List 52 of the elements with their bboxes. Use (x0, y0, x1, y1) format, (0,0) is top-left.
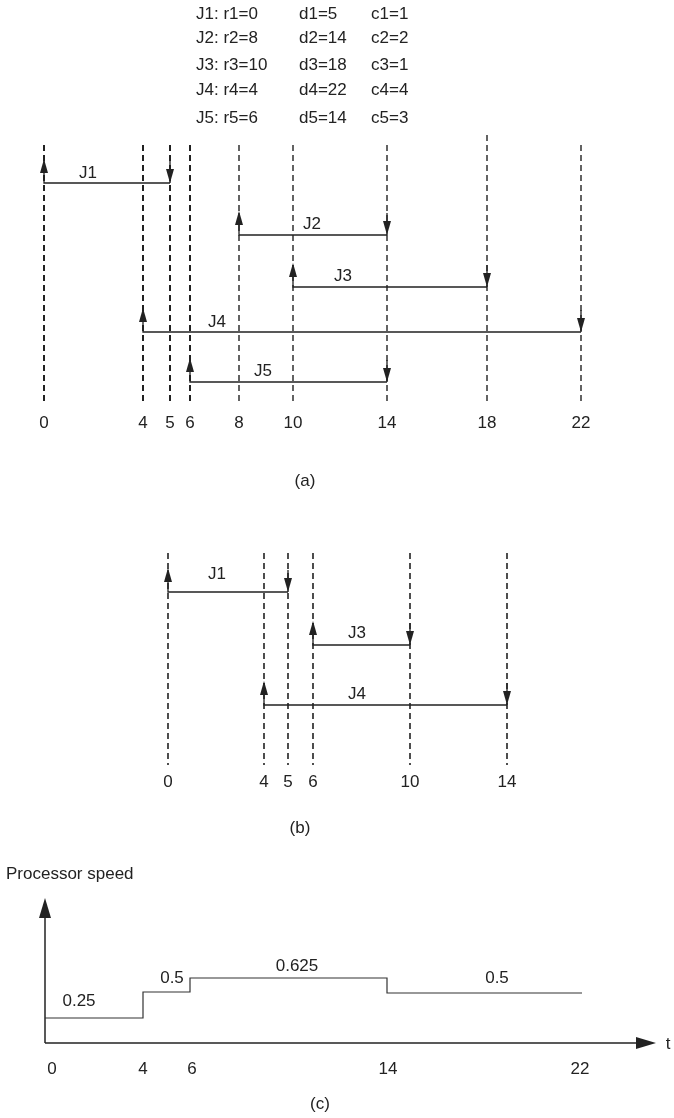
tick-label: 10 (283, 413, 303, 431)
tick-label: 14 (377, 413, 397, 431)
tick-label: 6 (308, 772, 318, 790)
speed-value: 0.25 (62, 991, 96, 1009)
tick-label: 0 (163, 772, 173, 790)
tick-label: 22 (570, 1059, 590, 1077)
tick-label: 10 (400, 772, 420, 790)
tick-label: 4 (138, 413, 148, 431)
table-cell: J4: r4=4 (196, 80, 258, 98)
job-label: J4 (348, 684, 366, 702)
tick-label: 8 (234, 413, 244, 431)
table-cell: J5: r5=6 (196, 108, 258, 126)
tick-label: 0 (47, 1059, 57, 1077)
job-label: J3 (334, 266, 352, 284)
table-cell: c2=2 (371, 28, 409, 46)
table-cell: c5=3 (371, 108, 409, 126)
speed-value: 0.5 (485, 968, 509, 986)
tick-label: 22 (571, 413, 591, 431)
axis-title: Processor speed (6, 864, 134, 882)
job-label: J1 (79, 163, 97, 181)
tick-label: 6 (185, 413, 195, 431)
tick-label: 0 (39, 413, 49, 431)
table-cell: d5=14 (299, 108, 347, 126)
table-cell: d1=5 (299, 4, 338, 22)
panel-caption: (b) (289, 818, 311, 836)
job-label: J5 (254, 361, 272, 379)
tick-label: 5 (165, 413, 175, 431)
table-cell: J1: r1=0 (196, 4, 258, 22)
panel-caption: (c) (310, 1094, 330, 1112)
tick-label: 14 (378, 1059, 398, 1077)
speed-value: 0.625 (275, 956, 319, 974)
table-cell: c3=1 (371, 55, 409, 73)
table-cell: d4=22 (299, 80, 347, 98)
table-cell: J3: r3=10 (196, 55, 268, 73)
table-cell: c1=1 (371, 4, 409, 22)
job-label: J2 (303, 214, 321, 232)
table-cell: d3=18 (299, 55, 347, 73)
speed-value: 0.5 (160, 968, 184, 986)
table-cell: c4=4 (371, 80, 409, 98)
tick-label: 6 (187, 1059, 197, 1077)
job-label: J1 (208, 564, 226, 582)
job-label: J4 (208, 312, 226, 330)
tick-label: 18 (477, 413, 497, 431)
tick-label: 14 (497, 772, 517, 790)
panel-caption: (a) (294, 471, 316, 489)
table-cell: d2=14 (299, 28, 347, 46)
axis-label: t (665, 1034, 671, 1052)
tick-label: 5 (283, 772, 293, 790)
tick-label: 4 (138, 1059, 148, 1077)
table-cell: J2: r2=8 (196, 28, 258, 46)
tick-label: 4 (259, 772, 269, 790)
job-label: J3 (348, 623, 366, 641)
